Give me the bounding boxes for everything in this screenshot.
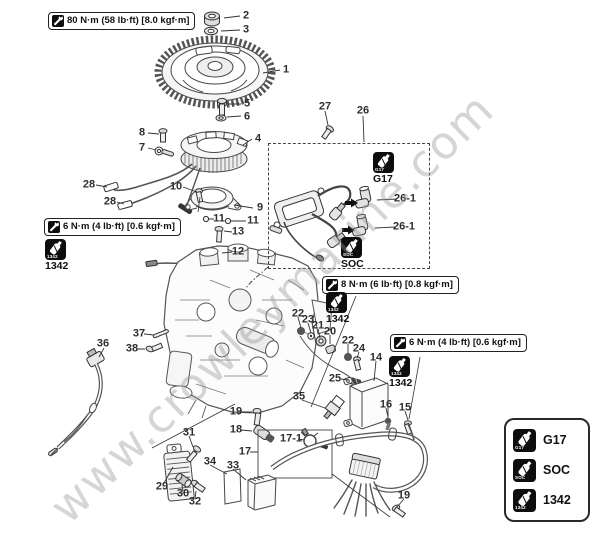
chem-g17-marker: G17 G17 xyxy=(373,152,394,185)
callout-part-4: 4 xyxy=(254,132,262,145)
callout-part-10: 10 xyxy=(169,180,183,193)
callout-part-5: 5 xyxy=(243,97,251,110)
grease-tube-icon: G17 xyxy=(373,152,394,173)
callout-part-19: 19 xyxy=(397,489,411,502)
torque-text: 6 N·m (4 lb·ft) [0.6 kgf·m] xyxy=(409,337,521,349)
callout-part-26-1: 26-1 xyxy=(392,220,416,233)
callout-part-34: 34 xyxy=(203,455,217,468)
callout-part-11: 11 xyxy=(247,214,259,227)
chem-code-label: 1342 xyxy=(389,377,413,389)
threadlock-tube-icon: 1342 xyxy=(513,488,536,512)
ignition-coil-detail-box xyxy=(268,143,430,269)
callout-part-26-1: 26-1 xyxy=(393,192,417,205)
wrench-icon xyxy=(326,278,338,291)
callout-part-14: 14 xyxy=(369,351,383,364)
stator-art xyxy=(103,128,249,215)
callout-part-27: 27 xyxy=(318,100,332,113)
engine-block-art xyxy=(163,243,355,419)
callout-part-23: 23 xyxy=(301,313,315,326)
callout-part-31: 31 xyxy=(182,426,196,439)
callout-part-22: 22 xyxy=(291,307,305,320)
legend-code: 1342 xyxy=(543,492,571,507)
callout-part-3: 3 xyxy=(242,23,250,36)
torque-label-stator-bolts: 6 N·m (4 lb·ft) [0.6 kgf·m] xyxy=(44,218,181,236)
rectifier-relay-art xyxy=(163,443,277,511)
chem-code-label: SOC xyxy=(341,258,364,270)
wrench-icon xyxy=(394,336,406,349)
legend-row-1342: 1342 1342 xyxy=(513,488,581,512)
callout-part-35: 35 xyxy=(292,390,306,403)
callout-part-8: 8 xyxy=(138,126,146,139)
chem-1342-marker: 1342 1342 xyxy=(389,356,412,389)
callout-part-9: 9 xyxy=(256,201,264,214)
chem-code-label: 1342 xyxy=(326,313,350,325)
torque-text: 6 N·m (4 lb·ft) [0.6 kgf·m] xyxy=(63,221,175,233)
callout-part-38: 38 xyxy=(125,342,139,355)
torque-label-cdi-bolts: 6 N·m (4 lb·ft) [0.6 kgf·m] xyxy=(390,334,527,352)
chem-1342-marker: 1342 1342 xyxy=(45,239,68,272)
cdi-unit-art xyxy=(252,376,413,443)
callout-part-25: 25 xyxy=(328,372,342,385)
legend-code: SOC xyxy=(543,462,571,477)
ignition-coil-art xyxy=(245,125,372,289)
callout-part-1: 1 xyxy=(282,63,290,76)
flywheel-art xyxy=(154,35,276,109)
torque-label-coil-bolts: 8 N·m (6 lb·ft) [0.8 kgf·m] xyxy=(322,276,459,294)
callout-part-26: 26 xyxy=(356,104,370,117)
flywheel-bolt-art xyxy=(215,97,227,122)
callout-part-17: 17 xyxy=(238,445,252,458)
callout-part-33: 33 xyxy=(226,459,240,472)
callout-part-22: 22 xyxy=(341,334,355,347)
callout-part-7: 7 xyxy=(138,141,146,154)
callout-part-6: 6 xyxy=(243,110,251,123)
callout-part-19: 19 xyxy=(229,405,243,418)
callout-part-37: 37 xyxy=(132,327,146,340)
sealant-tube-icon: SOC xyxy=(341,237,362,258)
chem-code-label: G17 xyxy=(373,173,393,185)
callout-part-21: 21 xyxy=(311,319,325,332)
arrow-icon xyxy=(342,225,355,235)
callout-part-24: 24 xyxy=(352,342,366,355)
callout-part-28: 28 xyxy=(103,195,117,208)
callout-part-15: 15 xyxy=(398,401,412,414)
callout-part-32: 32 xyxy=(188,495,202,508)
callout-part-11: 11 xyxy=(213,212,225,225)
torque-label-flywheel-nut: 80 N·m (58 lb·ft) [8.0 kgf·m] xyxy=(48,12,196,30)
callout-part-16: 16 xyxy=(379,398,393,411)
callout-part-28: 28 xyxy=(82,178,96,191)
battery-cable-art xyxy=(48,329,169,457)
chem-soc-marker: SOC SOC xyxy=(341,237,364,270)
threadlock-tube-icon: 1342 xyxy=(389,356,410,377)
callout-part-13: 13 xyxy=(231,225,245,238)
torque-text: 8 N·m (6 lb·ft) [0.8 kgf·m] xyxy=(341,279,453,291)
callout-part-29: 29 xyxy=(155,480,169,493)
legend-code: G17 xyxy=(543,432,567,447)
nut-washer-art xyxy=(204,11,220,36)
chemical-legend: G17 G17 SOC SOC 1342 1342 xyxy=(504,418,590,522)
grease-tube-icon: G17 xyxy=(513,428,536,452)
callout-part-30: 30 xyxy=(176,487,190,500)
callout-part-18: 18 xyxy=(229,423,243,436)
threadlock-tube-icon: 1342 xyxy=(326,292,347,313)
legend-row-soc: SOC SOC xyxy=(513,458,581,482)
callout-part-17-1: 17-1 xyxy=(279,432,303,445)
arrow-icon xyxy=(345,198,358,208)
leader-lines xyxy=(95,15,421,518)
wrench-icon xyxy=(52,14,64,27)
callout-part-20: 20 xyxy=(323,325,337,338)
wrench-icon xyxy=(48,220,60,233)
callout-part-12: 12 xyxy=(231,245,245,258)
chem-1342-marker: 1342 1342 xyxy=(326,292,349,325)
legend-row-g17: G17 G17 xyxy=(513,428,581,452)
sealant-tube-icon: SOC xyxy=(513,458,536,482)
callout-part-2: 2 xyxy=(242,9,250,22)
chem-code-label: 1342 xyxy=(45,260,69,272)
threadlock-tube-icon: 1342 xyxy=(45,239,66,260)
callout-part-36: 36 xyxy=(96,337,110,350)
torque-text: 80 N·m (58 lb·ft) [8.0 kgf·m] xyxy=(67,15,190,27)
